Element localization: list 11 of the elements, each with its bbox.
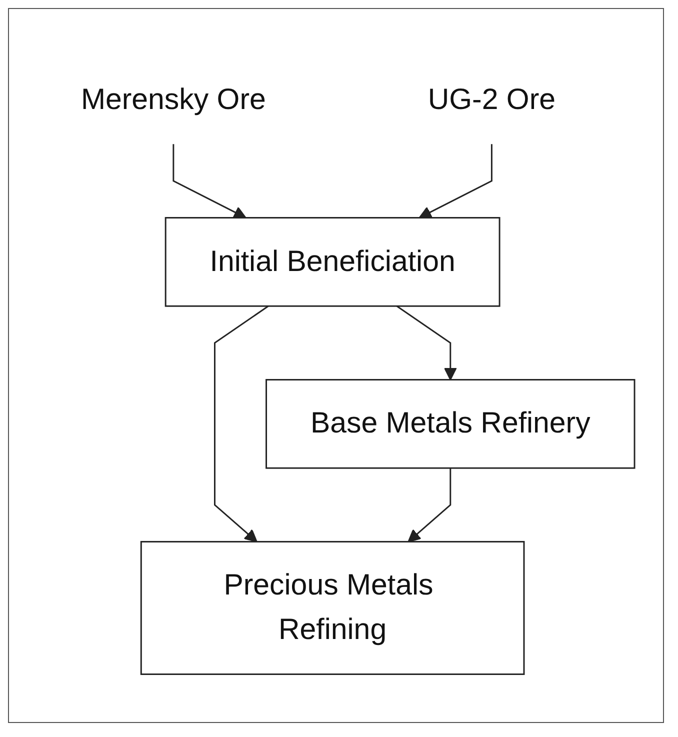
arrow [408,468,452,543]
flowchart: Merensky Ore UG-2 Ore Initial Beneficiation Base Metals Refinery Precious Metals Refining [25,44,647,686]
node-text: Merensky Ore [81,84,266,117]
node-box [140,541,526,676]
node-box [165,218,501,308]
node-text: UG-2 Ore [428,84,556,117]
arrow [396,306,458,381]
arrow [214,306,270,543]
arrow [419,144,493,219]
node-box [266,379,636,470]
arrow [173,144,247,219]
